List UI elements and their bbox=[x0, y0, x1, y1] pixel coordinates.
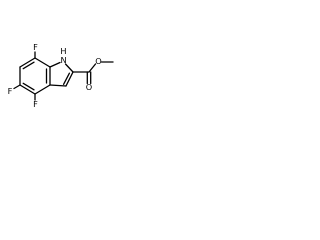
bond-c2-c3-inner bbox=[62, 72, 71, 85]
pyrrole-ring bbox=[49, 61, 74, 87]
bond-ccarbonyl-oester bbox=[88, 63, 97, 73]
fluorine-bonds bbox=[13, 51, 36, 101]
atom-label-o-ester: O bbox=[95, 56, 101, 66]
bond-c6-c7 bbox=[19, 57, 36, 68]
bond-c2-c3 bbox=[65, 71, 74, 87]
benzene-ring bbox=[19, 57, 51, 95]
bond-c4-c5-inner bbox=[22, 82, 35, 91]
atom-label-n: N bbox=[60, 55, 66, 65]
bond-c6-c7-inner bbox=[22, 61, 35, 70]
bond-c4-c5 bbox=[19, 84, 36, 95]
atom-label-f-top: F bbox=[33, 42, 38, 52]
atom-label-h: H bbox=[60, 46, 66, 56]
bond-n1-c2 bbox=[64, 63, 74, 73]
molecule-structure: F F F N H O O bbox=[8, 42, 114, 109]
atom-label-o-carbonyl: O bbox=[86, 82, 92, 92]
ester-group bbox=[72, 61, 114, 85]
bond-c3-c3a bbox=[49, 84, 67, 87]
atom-label-f-bottom: F bbox=[33, 99, 38, 109]
bond-c7a-n1 bbox=[49, 61, 61, 68]
bond-c3a-c4 bbox=[34, 84, 51, 95]
bond-c5-f bbox=[13, 84, 21, 90]
bond-c7-c7a bbox=[34, 57, 51, 68]
atom-label-f-left: F bbox=[8, 86, 13, 96]
